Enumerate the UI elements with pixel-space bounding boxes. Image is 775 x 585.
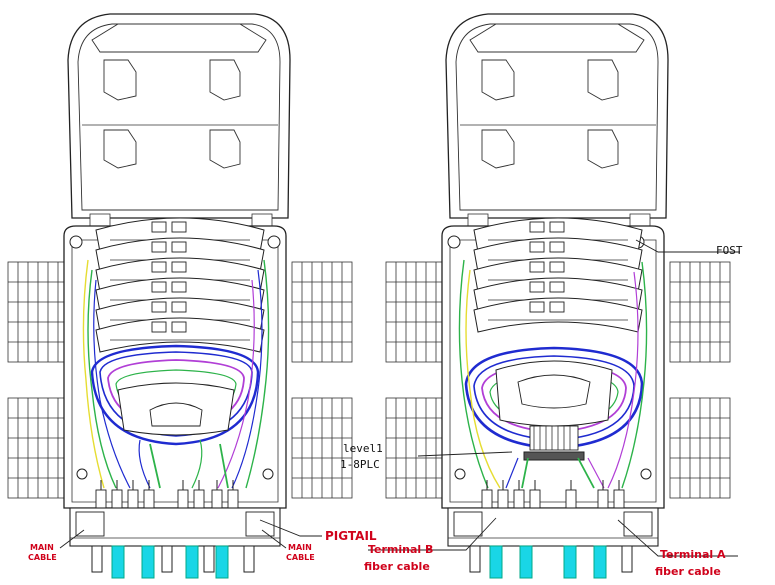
right-box-level-label-line2: 1-8PLC — [340, 458, 380, 471]
left-box-base — [69, 507, 281, 547]
right-box-splice-trays — [473, 217, 643, 333]
left-box-lid — [67, 13, 291, 229]
left-box-splice-trays — [95, 217, 265, 353]
right-box-side-rack-left-lower — [385, 397, 447, 499]
right-box-cable-ports — [469, 545, 633, 579]
right-distribution-box — [368, 13, 740, 579]
left-box-side-rack-left-upper — [7, 261, 69, 363]
right-box-terminal-b-label-line1: Terminal B — [368, 543, 433, 556]
left-distribution-box: PIGTAIL MAIN CABLE MAIN CABLE — [7, 13, 377, 579]
right-box-base — [447, 507, 659, 547]
right-box-fiber-loops — [464, 346, 644, 461]
left-box-pigtail-label: PIGTAIL — [325, 529, 377, 543]
right-box-side-rack-left-upper — [385, 261, 447, 363]
left-box-fiber-loops — [90, 344, 260, 446]
left-box-main-cable-right-label-line2: CABLE — [286, 553, 315, 562]
right-box-side-rack-right-lower — [669, 397, 731, 499]
right-box-terminal-a-label-line1: Terminal A — [660, 548, 726, 561]
right-box-plc-splitter — [529, 425, 579, 451]
right-box-lid — [445, 13, 669, 229]
left-box-cable-ports — [91, 545, 255, 579]
right-box-fiber-runs — [458, 259, 648, 489]
right-box-terminal-b-label-line2: fiber cable — [364, 560, 430, 573]
left-box-side-rack-right-upper — [291, 261, 353, 363]
left-box-main-cable-left-label-line2: CABLE — [28, 553, 57, 562]
right-box-fost-label: FOST — [716, 244, 743, 257]
left-box-fiber-runs — [82, 259, 270, 489]
left-box-main-cable-left-label-line1: MAIN — [30, 543, 54, 552]
right-box-level-label-line1: level1 — [343, 442, 383, 455]
left-box-side-rack-left-lower — [7, 397, 69, 499]
left-box-main-cable-right-label-line1: MAIN — [288, 543, 312, 552]
right-box-terminal-a-label-line2: fiber cable — [655, 565, 721, 578]
right-box-side-rack-right-upper — [669, 261, 731, 363]
